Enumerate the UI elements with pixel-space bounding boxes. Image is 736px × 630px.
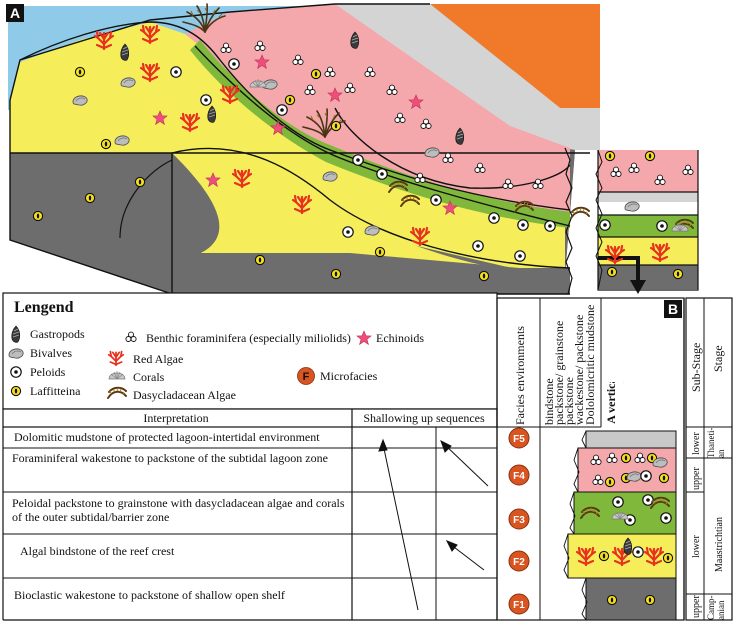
legend-corals-label: Corals	[133, 370, 165, 384]
legend-bivalves-label: Bivalves	[30, 346, 72, 360]
legend-echinoids-label: Echinoids	[376, 331, 424, 345]
stage-columns	[685, 297, 733, 621]
legend-gastropods-label: Gastropods	[30, 327, 85, 341]
stage-campanian: Camp-anian	[706, 595, 726, 621]
facies-column-area	[496, 297, 685, 621]
shallowing-header: Shallowing up sequences	[363, 411, 485, 425]
texture-packstone: packstone	[562, 377, 576, 425]
legend-red-algae-label: Red Algae	[133, 352, 183, 366]
vertical-sequence-header: A vertical sequence of facies	[604, 382, 632, 426]
stage-thanetian: Thaneti-an	[706, 428, 726, 458]
panel-b-label: B	[668, 301, 678, 317]
substage-lower-maastrichtian: lower	[691, 535, 702, 558]
substage-upper-maastrichtian: upper	[691, 467, 702, 490]
substage-lower-thanetian: lower	[691, 432, 702, 455]
vertical-headers: Facies environments bindstone packstone/…	[513, 305, 726, 621]
legend-benthic-foraminifera-label: Benthic foraminifera (especially milioli…	[146, 331, 351, 345]
facies-f5-label: F5	[513, 434, 525, 445]
texture-wackestone-packstone: wackestone/ packstone	[572, 315, 586, 425]
interp-row-1: Dolomitic mudstone of protected lagoon-i…	[14, 430, 320, 444]
legend-microfacies-label: Microfacies	[320, 369, 378, 383]
panel-b-label-box: B	[664, 300, 682, 318]
legend-laffitteina-label: Laffitteina	[30, 384, 81, 398]
texture-bindstone: bindstone	[542, 378, 556, 425]
interp-row-5: Bioclastic wakestone to packstone of sha…	[14, 588, 285, 602]
legend-peloid-icon	[10, 366, 22, 378]
legend-microfacies-symbol: F	[303, 371, 310, 383]
facies-env-header: Facies environments	[513, 326, 527, 425]
legend-peloids-label: Peloids	[30, 365, 66, 379]
facies-f2-label: F2	[513, 557, 525, 568]
facies-f4-label: F4	[513, 471, 525, 482]
legend-box: Lengend Gastropods Bivalves Peloids Laff…	[2, 292, 498, 410]
row-texts: Dolomitic mudstone of protected lagoon-i…	[12, 430, 525, 611]
stage-header: Stage	[711, 345, 725, 372]
legend-laffitteina-icon	[10, 385, 22, 397]
panel-a-label: A	[10, 5, 20, 21]
interp-row-4: Algal bindstone of the reef crest	[20, 544, 175, 558]
legend-dasycladacean-algae-label: Dasycladacean Algae	[133, 388, 236, 402]
hinterland-orange	[430, 4, 600, 108]
facies-f1-label: F1	[513, 600, 525, 611]
lagoon-grey-zone	[335, 4, 600, 150]
interp-row-3: Peloidal packstone to grainstone with da…	[12, 496, 345, 524]
substage-upper-campanian: upper	[691, 595, 702, 618]
texture-dolomicritic-mudstone: Dololomicritic mudstone	[583, 305, 597, 425]
interpretation-header: Interpretation	[143, 411, 208, 425]
stage-maastrichtian: Maastrichtian	[714, 517, 725, 572]
panel-a-label-box: A	[6, 4, 24, 22]
interp-row-2: Foraminiferal wakestone to packstone of …	[12, 451, 328, 465]
legend-bivalve-icon	[8, 348, 24, 359]
legend-title: Lengend	[14, 299, 74, 316]
substage-header: Sub-Stage	[689, 343, 703, 392]
facies-f3-label: F3	[513, 515, 525, 526]
texture-packstone-grainstone: packstone/ grainstone	[552, 321, 566, 425]
